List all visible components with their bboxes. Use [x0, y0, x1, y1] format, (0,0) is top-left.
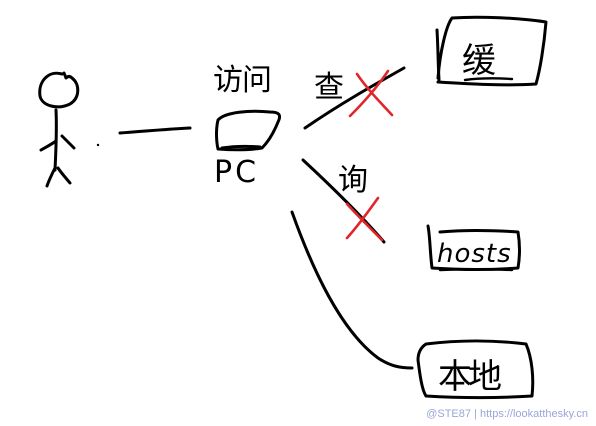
hosts-box-label: hosts [437, 239, 512, 269]
middle-blocked-cross [345, 196, 384, 242]
cross-stroke-2 [345, 196, 380, 240]
watermark-text: @STE87 | https://lookatthesky.cn [426, 408, 588, 420]
pc-node: 访问 PC [213, 63, 282, 190]
hosts-box: hosts [426, 224, 521, 272]
stray-dot [96, 143, 100, 147]
cache-label-underline [463, 77, 514, 82]
hosts-label-underline [438, 268, 514, 272]
person-legs [45, 166, 72, 188]
cross-stroke-1 [345, 202, 384, 242]
person-to-pc-line [118, 126, 192, 135]
upper-query-line [303, 66, 406, 130]
upper-line-label: 查 [314, 70, 344, 105]
cross-stroke-1 [355, 72, 394, 117]
cache-box-outline [436, 15, 548, 87]
pc-bottom-label: PC [214, 155, 259, 190]
cache-box: 缓 [435, 15, 548, 87]
person-arms [39, 134, 76, 152]
cache-box-label: 缓 [462, 41, 496, 81]
pc-screen-shape [215, 109, 282, 152]
lower-query-line [290, 210, 414, 370]
person-figure [38, 71, 80, 188]
person-head [38, 71, 80, 109]
cross-stroke-2 [348, 69, 390, 118]
pc-base-line [220, 144, 262, 150]
local-box-label: 本地 [438, 357, 501, 397]
local-box: 本地 [416, 339, 535, 399]
upper-blocked-cross [348, 69, 394, 118]
middle-line-label: 询 [338, 163, 368, 198]
pc-top-label: 访问 [213, 63, 271, 98]
cache-box-left-stroke [435, 28, 441, 82]
hosts-box-outline [426, 224, 521, 271]
local-box-outline [416, 339, 535, 399]
